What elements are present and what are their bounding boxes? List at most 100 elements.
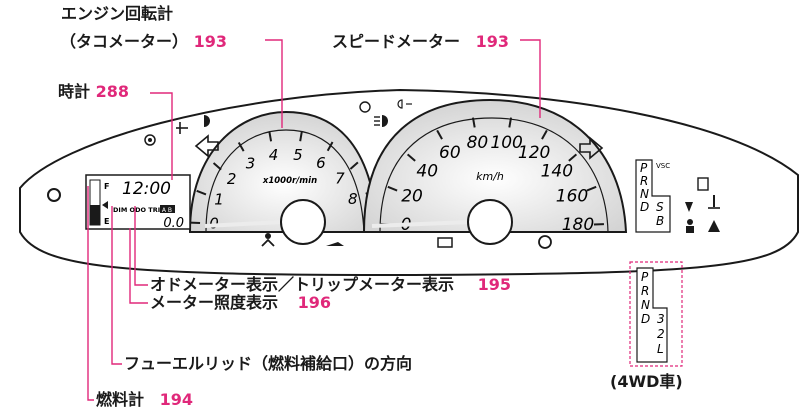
clock-time: 12:00 <box>122 179 171 199</box>
shift-4wd-letter: 2 <box>657 327 665 341</box>
speed-tick-label: 40 <box>416 161 438 181</box>
shift-4wd-letter: R <box>641 284 649 298</box>
shift-letter: N <box>640 187 649 201</box>
coolant-temp-icon <box>708 195 720 209</box>
shift-letter: R <box>640 174 648 188</box>
seatbelt-warning-icon <box>261 233 275 247</box>
speed-tick-mark <box>436 129 443 140</box>
speed-tick-mark <box>541 129 548 140</box>
immobilizer-icon <box>697 177 709 191</box>
shift-letter: P <box>640 161 648 175</box>
shift-4wd-letter: 3 <box>657 312 665 326</box>
slip-indicator-icon <box>685 202 693 212</box>
fuel-empty-label: E <box>104 217 109 226</box>
tach-tick-mark <box>212 162 222 171</box>
speed-tick-mark <box>508 117 513 128</box>
tach-hub <box>280 199 326 245</box>
callout-tachometer-line1: エンジン回転計 <box>61 4 174 23</box>
speed-tick-mark <box>406 153 416 162</box>
oil-pressure-icon <box>326 242 344 246</box>
engine-check-icon <box>47 188 61 202</box>
speed-tick-label: 60 <box>439 143 461 163</box>
speed-tick-mark <box>471 117 476 128</box>
callout-fuel-lid: フューエルリッド（燃料補給口）の方向 <box>124 354 413 373</box>
master-warning-icon <box>359 101 371 113</box>
abs-warning-icon <box>144 134 156 146</box>
tach-tick-label: 7 <box>335 169 345 187</box>
shift-4wd-letter: N <box>641 298 650 312</box>
tachometer-label: （タコメーター） <box>60 32 189 51</box>
high-beam-icon <box>374 115 388 127</box>
tach-tick-label: 3 <box>246 154 256 172</box>
speed-tick-mark <box>387 185 398 192</box>
clock-label: 時計 <box>58 82 91 101</box>
odo-trip-page-ref: 195 <box>477 275 511 294</box>
trip-tags: A B <box>162 207 172 214</box>
leader-lines <box>87 39 541 401</box>
speed-tick-label: 120 <box>518 143 550 163</box>
shift-4wd-letter: P <box>641 270 649 284</box>
tach-tick-label: 5 <box>293 146 303 164</box>
speed-tick-label: 20 <box>401 186 423 206</box>
odo-value: 0.0 <box>163 216 184 231</box>
callout-tachometer-line2: （タコメーター） 193 <box>60 32 227 52</box>
speed-tick-label: 180 <box>562 215 594 235</box>
tach-tick-label: 1 <box>214 191 224 209</box>
tach-tick-mark <box>326 141 334 152</box>
rear-fog-icon <box>397 99 412 109</box>
shift-letter: B <box>656 214 664 228</box>
tach-tick-mark <box>349 161 359 170</box>
speed-hub <box>467 199 513 245</box>
low-coolant-icon <box>708 220 720 232</box>
tach-tick-mark <box>196 189 207 196</box>
shift-4wd-letter: L <box>657 342 664 356</box>
tach-tick-label: 4 <box>269 146 279 164</box>
fuel-bar <box>90 205 100 225</box>
odo-trip-label: オドメーター表示／トリップメーター表示 <box>150 275 455 294</box>
speed-needle <box>371 220 471 228</box>
callout-4wd: (4WD車) <box>610 372 683 391</box>
parking-light-icon <box>176 122 188 134</box>
fuel-gauge-page-ref: 194 <box>159 390 193 409</box>
mode-labels: DIM ODO TRIP <box>113 206 165 214</box>
tach-tick-mark <box>268 131 273 142</box>
left-turn-signal-icon <box>194 134 219 158</box>
fuel-lid-arrow-icon <box>102 201 108 209</box>
fuel-gauge-label: 燃料計 <box>96 390 145 409</box>
speedometer-page-ref: 193 <box>475 32 509 51</box>
tach-tick-label: 6 <box>316 154 326 172</box>
callout-meter-brightness: メーター照度表示 196 <box>150 293 331 313</box>
right-turn-signal-icon <box>579 136 604 160</box>
vsc-label: VSC <box>656 162 670 170</box>
tach-needle <box>204 220 283 228</box>
tach-tick-label: 8 <box>348 190 358 208</box>
speed-tick-mark <box>568 153 578 162</box>
callout-speedometer: スピードメーター 193 <box>332 32 509 52</box>
airbag-warning-icon <box>686 219 694 233</box>
lcd-display: F E 12:00 DIM ODO TRIP A B 0.0 <box>85 174 191 231</box>
meter-brightness-label: メーター照度表示 <box>150 293 279 312</box>
tach-tick-label: 0 <box>209 214 219 232</box>
speed-tick-label: 160 <box>556 186 588 206</box>
speed-tick-label: 100 <box>490 133 522 153</box>
callout-clock: 時計 288 <box>58 82 129 102</box>
speed-unit: km/h <box>476 170 504 183</box>
speedometer-dial: 020406080100120140160180 km/h <box>362 98 628 245</box>
brake-warning-icon <box>538 235 552 249</box>
tach-tick-mark <box>299 131 303 142</box>
callout-odo-trip: オドメーター表示／トリップメーター表示 195 <box>150 275 511 295</box>
tach-tick-mark <box>237 141 245 152</box>
tach-unit: x1000r/min <box>262 176 317 186</box>
fuel-full-label: F <box>104 182 109 191</box>
speed-tick-mark <box>586 185 597 192</box>
tachometer-page-ref: 193 <box>193 32 227 51</box>
speedometer-label: スピードメーター <box>332 32 461 51</box>
shift-4wd-letter: D <box>641 312 650 326</box>
shift-letter: D <box>640 200 649 214</box>
shift-letter: S <box>656 200 664 214</box>
meter-brightness-page-ref: 196 <box>297 293 331 312</box>
